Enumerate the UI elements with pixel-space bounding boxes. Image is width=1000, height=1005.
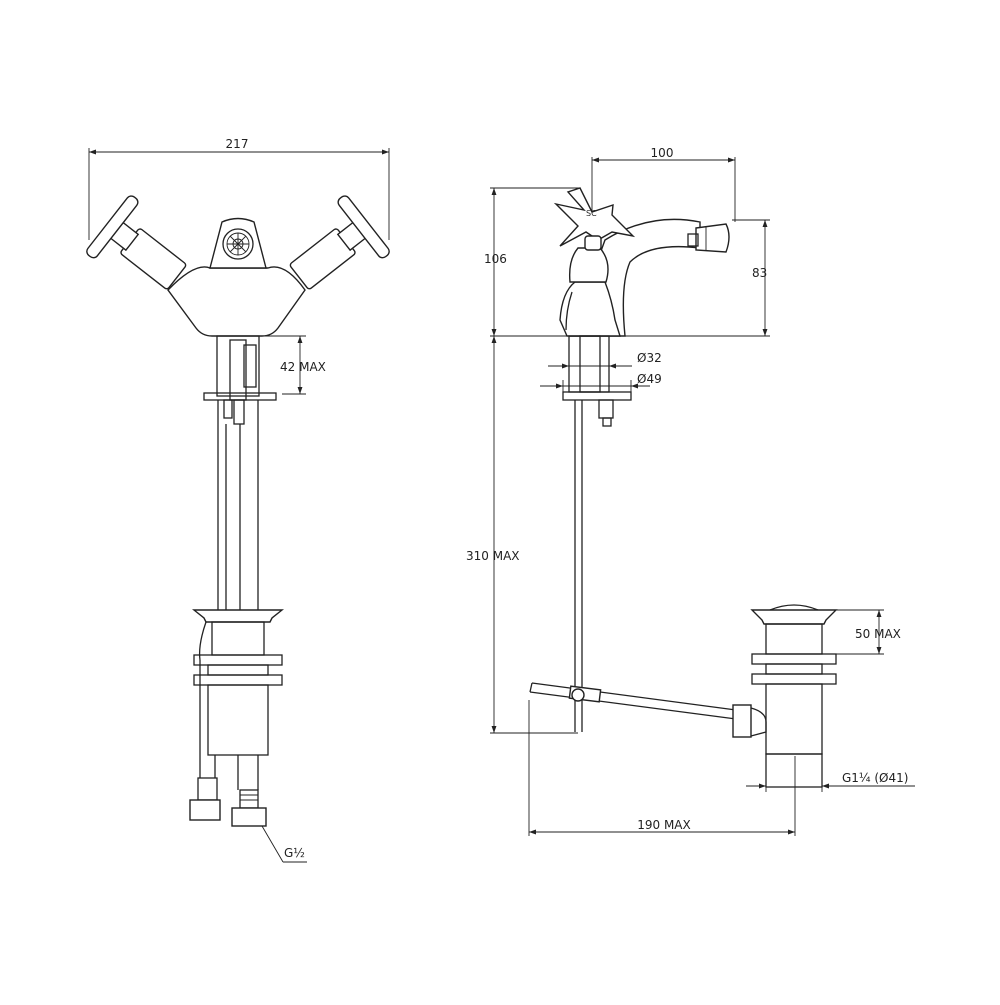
side-control-rod — [574, 400, 583, 732]
dim-front-g12: G½ — [261, 825, 307, 863]
dim-side-50max: 50 MAX — [836, 609, 901, 655]
side-view: 100 106 83 — [466, 146, 915, 836]
dim-side-50max-label: 50 MAX — [855, 627, 901, 641]
front-shank — [203, 335, 277, 425]
dim-front-42max: 42 MAX — [262, 335, 326, 395]
dim-side-310max-label: 310 MAX — [466, 549, 520, 563]
front-supply-pipes — [217, 400, 259, 610]
front-body — [167, 266, 306, 337]
handle-logo: SC — [586, 209, 597, 218]
front-left-valve — [86, 195, 187, 290]
dim-side-190max: 190 MAX — [528, 700, 796, 836]
side-cross-handle: SC — [553, 187, 636, 251]
dim-front-width-label: 217 — [226, 137, 249, 151]
dim-side-106-label: 106 — [484, 252, 507, 266]
front-hoses — [189, 660, 267, 827]
dim-side-106: 106 — [484, 187, 580, 336]
dim-side-d32: Ø32 — [548, 351, 662, 372]
dim-side-100: 100 — [591, 146, 736, 222]
side-waste-assembly — [750, 604, 838, 788]
dim-side-g114-label: G1¼ (Ø41) — [842, 771, 908, 785]
side-linkage-arm — [529, 682, 767, 738]
front-waste-assembly — [192, 609, 284, 756]
front-nozzle — [209, 217, 267, 269]
dim-side-100-label: 100 — [651, 146, 674, 160]
dim-side-g114: G1¼ (Ø41) — [746, 771, 915, 792]
front-view: 217 — [86, 137, 390, 863]
dim-side-83-label: 83 — [752, 266, 767, 280]
dim-side-310max: 310 MAX — [466, 336, 578, 734]
dim-side-d32-label: Ø32 — [637, 351, 662, 365]
side-shank — [562, 335, 632, 427]
dim-side-d49-label: Ø49 — [637, 372, 662, 386]
dim-front-42max-label: 42 MAX — [280, 360, 326, 374]
front-right-valve — [289, 195, 390, 290]
dim-front-width: 217 — [88, 137, 390, 240]
dim-side-83: 83 — [732, 219, 770, 336]
dim-side-d49: Ø49 — [540, 372, 662, 392]
side-valve-body — [559, 247, 621, 337]
dim-front-g12-label: G½ — [284, 846, 305, 860]
dim-side-190max-label: 190 MAX — [637, 818, 691, 832]
